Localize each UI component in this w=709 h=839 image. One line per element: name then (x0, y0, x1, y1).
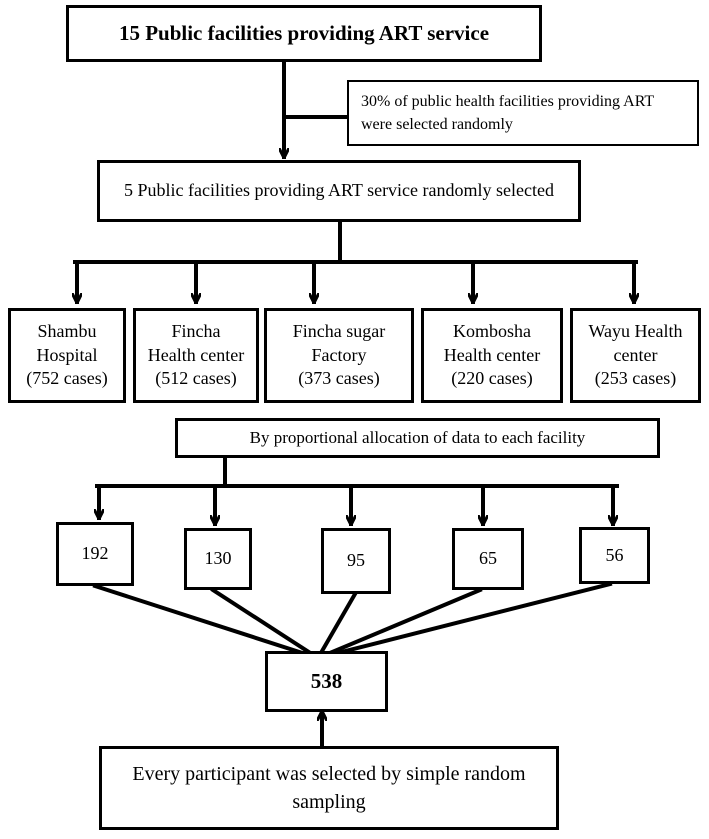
sample-box-4: 65 (452, 528, 524, 590)
facility-1-line-1: Shambu (37, 321, 97, 342)
sample-value-5: 56 (605, 544, 624, 565)
sample-value-1: 192 (81, 543, 109, 564)
facility-4-line-1: Kombosha (452, 321, 531, 342)
sample-box-2: 130 (184, 528, 252, 590)
facility-5-line-1: Wayu Health (588, 321, 683, 342)
facility-3-line-2: Factory (311, 344, 367, 365)
method-line-2: sampling (292, 791, 366, 813)
sample-value-2: 130 (204, 548, 232, 569)
facility-1-line-3: (752 cases) (26, 368, 108, 389)
facility-box-wayu: Wayu Health center (253 cases) (570, 308, 701, 403)
selected-facilities-label: 5 Public facilities providing ART servic… (124, 180, 554, 201)
facility-1-line-2: Hospital (36, 344, 98, 365)
method-line-1: Every participant was selected by simple… (132, 763, 526, 785)
converge-line-1 (92, 583, 321, 661)
facility-5-line-3: (253 cases) (594, 368, 677, 389)
facility-2-line-1: Fincha (171, 321, 221, 342)
allocation-box: By proportional allocation of data to ea… (175, 418, 660, 458)
selected-facilities-box: 5 Public facilities providing ART servic… (97, 160, 581, 222)
facility-box-kombosha: Kombosha Health center (220 cases) (421, 308, 563, 403)
sample-box-3: 95 (321, 528, 391, 594)
facility-3-line-3: (373 cases) (298, 368, 380, 389)
converge-line-2 (210, 587, 321, 661)
selection-note-text: 30% of public health facilities providin… (361, 90, 654, 136)
sample-box-1: 192 (56, 522, 134, 586)
method-box: Every participant was selected by simple… (99, 746, 559, 830)
facility-5-line-2: center (613, 344, 658, 365)
selection-note-line-2: were selected randomly (361, 116, 513, 133)
facility-2-line-2: Health center (147, 344, 245, 365)
facility-box-fincha: Fincha Health center (512 cases) (133, 308, 259, 403)
total-value: 538 (310, 668, 343, 693)
facility-4-line-3: (220 cases) (451, 368, 533, 389)
top-box-label: 15 Public facilities providing ART servi… (118, 20, 490, 45)
facility-box-fincha-sugar: Fincha sugar Factory (373 cases) (264, 308, 414, 403)
selection-note-box: 30% of public health facilities providin… (347, 80, 699, 146)
converge-line-5 (315, 581, 613, 661)
converge-line-4 (315, 587, 483, 661)
top-box: 15 Public facilities providing ART servi… (66, 5, 542, 62)
facility-4-line-2: Health center (443, 344, 541, 365)
method-text: Every participant was selected by simple… (132, 760, 525, 816)
facility-2-line-3: (512 cases) (155, 368, 237, 389)
allocation-label: By proportional allocation of data to ea… (249, 427, 586, 447)
converge-line-3 (315, 591, 358, 661)
facility-3-line-1: Fincha sugar (292, 321, 386, 342)
facility-box-shambu: Shambu Hospital (752 cases) (8, 308, 126, 403)
sample-value-4: 65 (479, 548, 497, 569)
total-box: 538 (265, 651, 388, 712)
sample-value-3: 95 (347, 550, 365, 571)
selection-note-line-1: 30% of public health facilities providin… (361, 92, 655, 110)
sample-box-5: 56 (579, 527, 650, 584)
